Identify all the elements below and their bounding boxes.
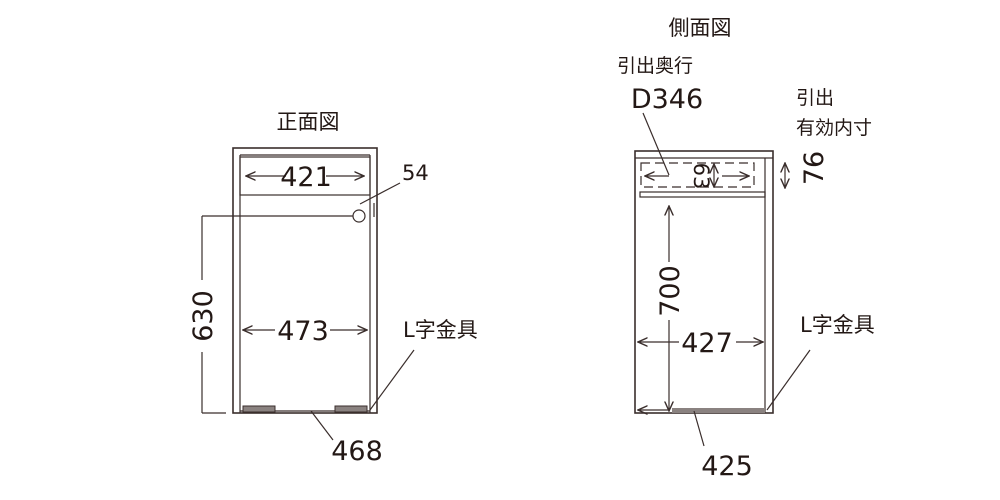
drawer-inner-height-label: 63 (689, 163, 713, 190)
drawer-front (239, 156, 371, 196)
bracket-leader-line (369, 349, 415, 411)
hole-icon (352, 209, 366, 223)
drawer-bottom-shelf (639, 191, 766, 198)
front-view-title: 正面図 (277, 110, 340, 134)
l-bracket-side (672, 408, 765, 413)
bottom-width-leader-line (310, 410, 334, 441)
effective-caption-line2: 有効内寸 (796, 117, 872, 139)
inner-width-label: 473 (277, 316, 329, 347)
inner-height-label: 700 (655, 265, 686, 317)
bottom-depth-label: 425 (701, 451, 753, 482)
hole-label: 54 (402, 161, 429, 185)
drawer-depth-leader-line (642, 112, 670, 176)
bottom-width-label: 468 (331, 436, 383, 467)
drawer-depth-caption: 引出奥行 (617, 55, 693, 77)
l-bracket-right (334, 405, 368, 413)
drawer-height-label: 76 (799, 151, 830, 185)
side-bracket-label: L字金具 (800, 313, 875, 337)
hole-leader-line (359, 182, 401, 205)
front-cabinet-outline (232, 147, 378, 414)
side-view: 側面図 引出奥行 D346 引出 有効内寸 63 76 700 427 L字金具… (617, 16, 875, 482)
l-bracket-left (242, 405, 276, 413)
bottom-depth-leader-line (693, 410, 705, 447)
side-view-title: 側面図 (669, 16, 732, 40)
height-label: 630 (188, 290, 219, 342)
inner-depth-label: 427 (681, 328, 733, 359)
drawer-width-label: 421 (280, 162, 332, 193)
effective-caption-line1: 引出 (796, 87, 834, 109)
front-view: 正面図 421 54 630 473 L字金具 468 (188, 110, 478, 467)
drawer-depth-value: D346 (631, 84, 703, 115)
side-bracket-leader-line (766, 349, 811, 411)
drawer-outline-dashed (640, 162, 755, 188)
bracket-label: L字金具 (403, 318, 478, 342)
